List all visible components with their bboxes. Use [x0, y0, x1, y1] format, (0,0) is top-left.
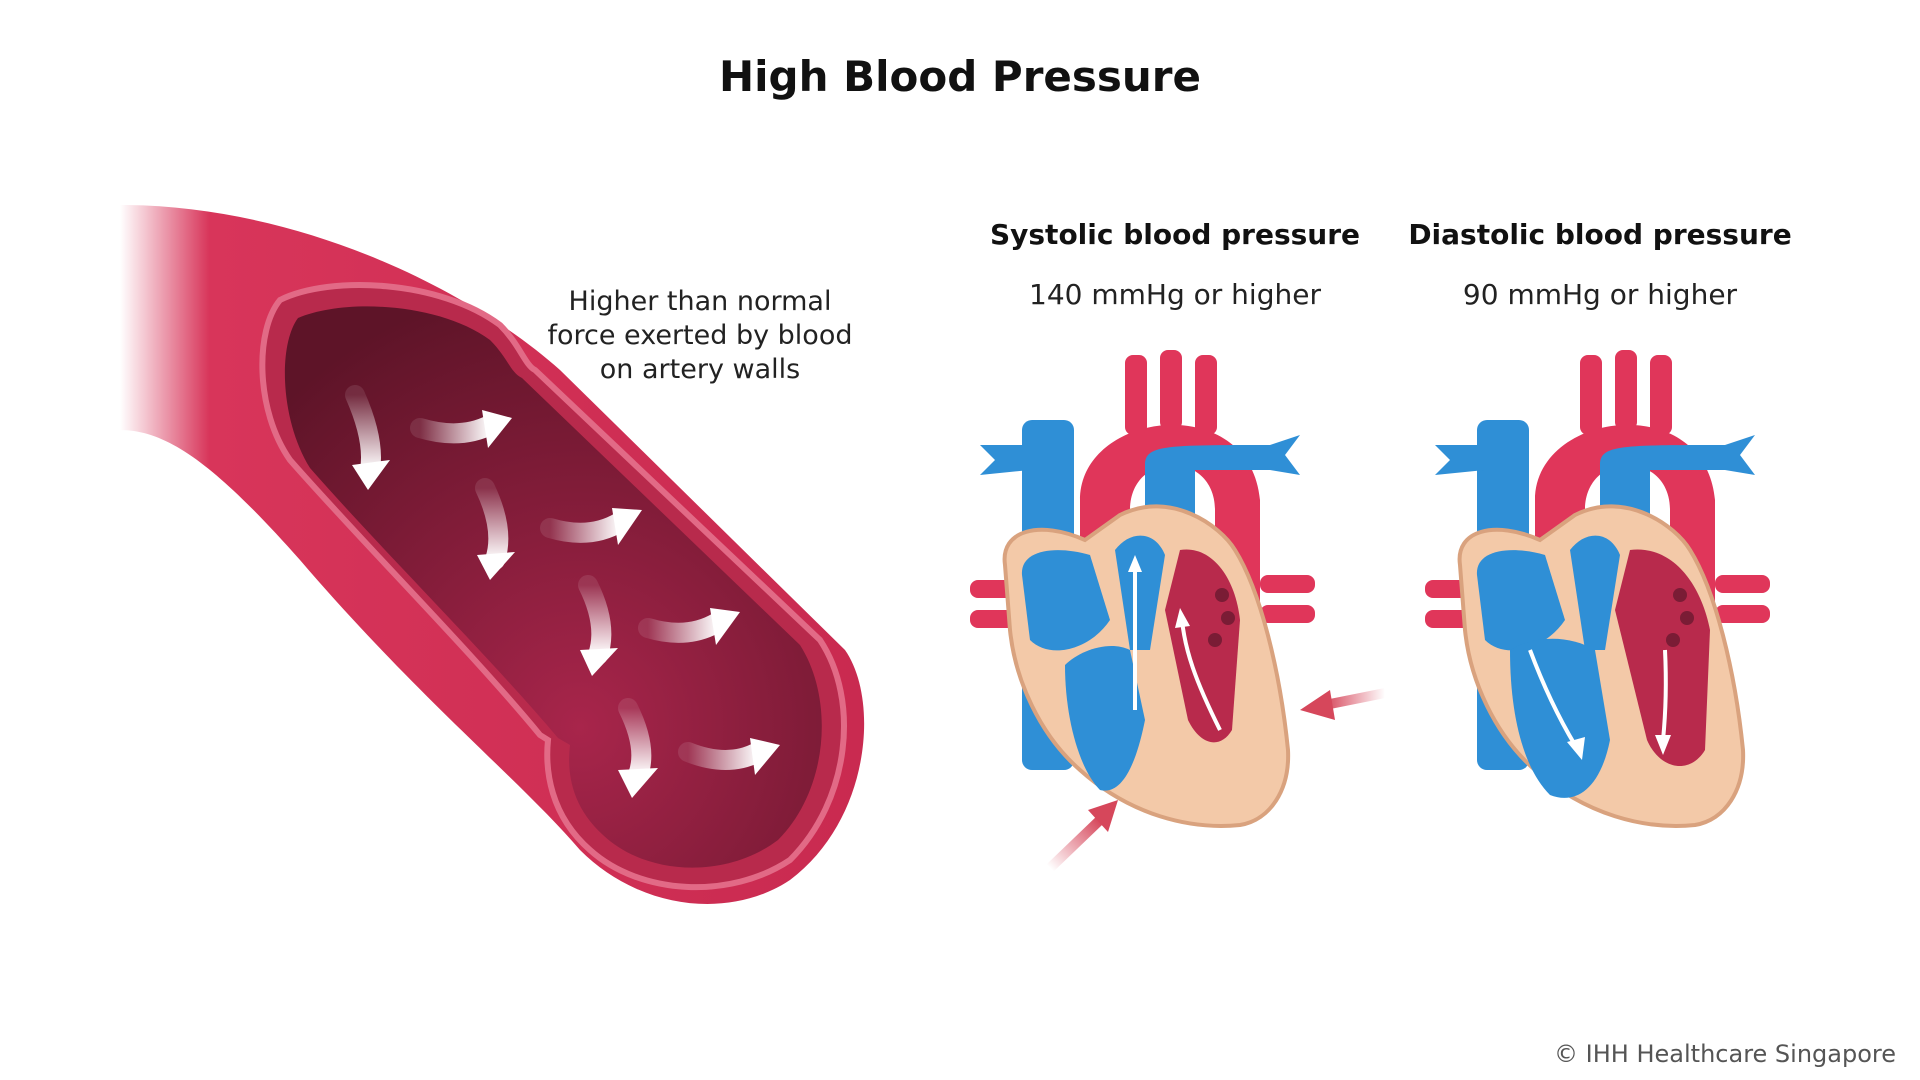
flow-arrow-head	[1567, 737, 1585, 760]
flow-arrow	[578, 575, 618, 676]
left-ventricle	[1615, 549, 1710, 767]
right-outflow	[1570, 535, 1620, 650]
flow-arrow-head	[1655, 735, 1671, 755]
flow-arrow	[638, 608, 740, 645]
aorta-branch	[1125, 355, 1147, 435]
valve-dot	[1673, 588, 1687, 602]
artery-caption-line: Higher than normal	[568, 286, 832, 317]
page-title: High Blood Pressure	[718, 52, 1201, 101]
right-outflow	[1115, 535, 1165, 650]
valve-dot	[1680, 611, 1694, 625]
flow-arrow	[1661, 649, 1668, 741]
pulmonary-vein	[1260, 605, 1315, 623]
diastolic-heart-illustration	[1425, 350, 1770, 828]
flow-arrow	[540, 508, 642, 545]
flow-arrow	[678, 738, 780, 775]
pulmonary-vein	[1715, 575, 1770, 593]
diastolic-title: Diastolic blood pressure	[1408, 218, 1792, 251]
valve-dot	[1666, 633, 1680, 647]
flow-arrow	[1180, 619, 1222, 731]
flow-arrow-head	[1128, 555, 1142, 572]
flow-arrow	[1528, 649, 1577, 747]
vein-branch	[980, 445, 1030, 475]
diastolic-value: 90 mmHg or higher	[1462, 278, 1738, 311]
aorta-branch	[1195, 355, 1217, 435]
flow-arrow-head	[1175, 608, 1190, 628]
aorta-branch	[1160, 350, 1182, 430]
artery-caption: Higher than normal force exerted by bloo…	[520, 285, 880, 387]
aorta-branch	[1580, 355, 1602, 435]
flow-arrow	[618, 698, 658, 798]
systolic-heart-illustration	[970, 350, 1315, 828]
pressure-arrow	[1300, 688, 1386, 720]
copyright-notice: © IHH Healthcare Singapore	[1554, 1040, 1896, 1068]
artery-illustration	[120, 205, 865, 904]
flow-arrow	[475, 478, 515, 580]
pulmonary-vein	[1260, 575, 1315, 593]
aorta-branch	[1650, 355, 1672, 435]
flow-arrow	[410, 410, 512, 448]
systolic-value: 140 mmHg or higher	[1029, 278, 1321, 311]
valve-dot	[1221, 611, 1235, 625]
right-atrium	[1476, 550, 1565, 651]
right-atrium	[1021, 550, 1110, 651]
flow-arrow	[345, 385, 390, 490]
pressure-arrow	[1046, 800, 1118, 872]
vein-branch	[1435, 445, 1485, 475]
valve-dot	[1215, 588, 1229, 602]
artery-caption-line: on artery walls	[599, 354, 801, 385]
pulmonary-vein	[1715, 605, 1770, 623]
systolic-title: Systolic blood pressure	[989, 218, 1361, 251]
aorta-branch	[1615, 350, 1637, 430]
right-ventricle	[1065, 645, 1145, 791]
valve-dot	[1208, 633, 1222, 647]
artery-lumen	[284, 306, 822, 868]
artery-caption-line: force exerted by blood	[547, 320, 853, 351]
